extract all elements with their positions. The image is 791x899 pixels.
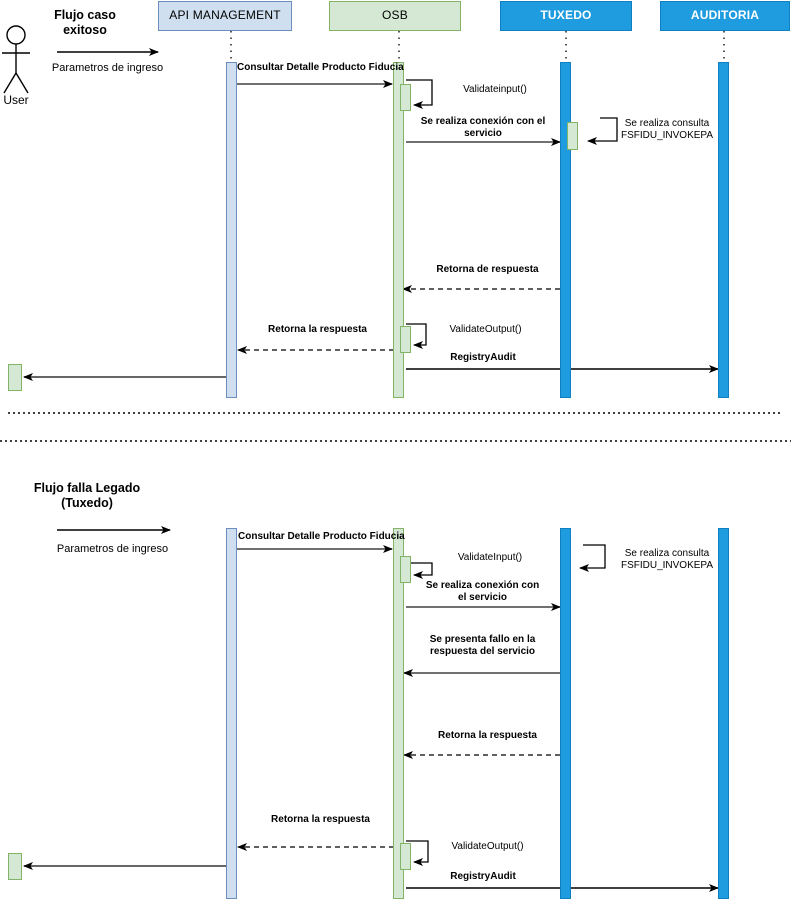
flow2-input-label: Parametros de ingreso: [56, 543, 169, 555]
message-label-n9: RegistryAudit: [450, 871, 516, 882]
flow2-title: Flujo falla Legado (Tuxedo): [33, 481, 141, 510]
message-label-m6: Retorna la respuesta: [268, 324, 367, 335]
message-label-m1: Consultar Detalle Producto Fiducia: [237, 62, 404, 73]
lifeline-label-api-management: API MANAGEMENT: [169, 8, 281, 23]
message-label-n3: Se realiza conexión con el servicio: [425, 580, 540, 603]
message-label-m8: RegistryAudit: [450, 352, 516, 363]
arrow-m2-self: [406, 79, 433, 109]
lifeline-stems: [230, 31, 725, 62]
message-label-n2: ValidateInput(): [457, 552, 523, 563]
message-label-n7: Retorna la respuesta: [271, 814, 370, 825]
arrow-m4-self: [587, 117, 618, 145]
nested-activation-osb-validateinput-flow2: [400, 556, 411, 583]
message-label-m2: Validateinput(): [463, 84, 527, 95]
flow1-actor-label: User: [3, 93, 29, 107]
message-label-n1: Consultar Detalle Producto Fiducia: [238, 531, 405, 542]
message-label-n6: Retorna la respuesta: [438, 730, 537, 741]
arrow-n4-self: [579, 544, 606, 572]
message-label-m7: ValidateOutput(): [449, 324, 522, 335]
lifeline-label-auditoria: AUDITORIA: [690, 8, 760, 23]
flow-separators: [0, 412, 791, 442]
nested-activation-osb-validateoutput-flow1: [400, 326, 411, 353]
message-label-m4: Se realiza consulta FSFIDU_INVOKEPA: [620, 118, 714, 141]
lifeline-header-osb[interactable]: OSB: [329, 1, 461, 31]
lifeline-header-auditoria[interactable]: AUDITORIA: [660, 1, 790, 31]
activation-api-management-flow2: [226, 528, 237, 899]
lifeline-label-tuxedo: TUXEDO: [540, 8, 592, 23]
endpoint-activation-user-flow1: [8, 364, 22, 391]
message-label-m5: Retorna de respuesta: [436, 264, 539, 275]
activation-api-management-flow1: [226, 62, 237, 398]
activation-tuxedo-flow2: [560, 528, 571, 899]
arrow-m7-self: [406, 323, 427, 349]
activation-auditoria-flow2: [718, 528, 729, 899]
flow1-title: Flujo caso exitoso: [54, 8, 116, 37]
nested-activation-osb-validateinput-flow1: [400, 84, 411, 111]
message-label-n4: Se realiza consulta FSFIDU_INVOKEPA: [620, 548, 714, 571]
flow2-arrows: [23, 526, 719, 892]
arrow-n8-self: [406, 840, 429, 866]
lifeline-header-api-management[interactable]: API MANAGEMENT: [158, 1, 292, 31]
arrow-n2-self: [406, 562, 433, 579]
flow1-input-label: Parametros de ingreso: [51, 62, 164, 74]
lifeline-label-osb: OSB: [382, 8, 408, 23]
activation-tuxedo-flow1: [560, 62, 571, 398]
message-label-n5: Se presenta fallo en la respuesta del se…: [429, 634, 536, 657]
nested-activation-tuxedo-consulta-flow1: [567, 122, 578, 150]
endpoint-activation-user-flow2: [8, 853, 22, 880]
activation-auditoria-flow1: [718, 62, 729, 398]
lifeline-header-tuxedo[interactable]: TUXEDO: [500, 1, 632, 31]
message-label-m3: Se realiza conexión con el servicio: [420, 116, 546, 139]
activation-osb-flow1: [393, 62, 404, 398]
nested-activation-osb-validateoutput-flow2: [400, 843, 411, 870]
message-label-n8: ValidateOutput(): [451, 841, 524, 852]
flow1-actor-figure: [2, 25, 30, 94]
